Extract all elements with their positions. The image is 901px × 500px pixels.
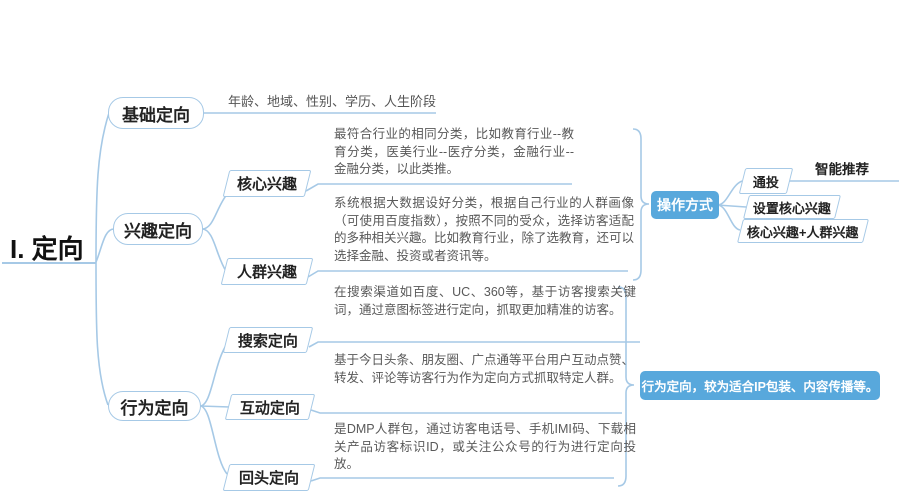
connector-interest-crowd (201, 228, 227, 272)
topic-basic-targeting[interactable]: 基础定向 (108, 97, 204, 129)
connector-behavior-search (199, 343, 228, 407)
topic-crowd-interest-label: 人群兴趣 (236, 264, 297, 281)
search-targeting-detail[interactable]: 在搜索渠道如百度、UC、360等，基于访客搜索关键词，通过意图标签进行定向，抓取… (334, 285, 636, 317)
topic-crowd-interest[interactable]: 人群兴趣 (220, 258, 314, 285)
topic-core-plus-crowd[interactable]: 核心兴趣+人群兴趣 (737, 219, 869, 243)
topic-operation-method[interactable]: 操作方式 (651, 191, 719, 219)
connector-interest-core (201, 192, 229, 230)
topic-behavior-targeting[interactable]: 行为定向 (108, 391, 201, 421)
behavior-targeting-note[interactable]: 行为定向，较为适合IP包装、内容传播等。 (640, 371, 880, 400)
return-targeting-detail[interactable]: 是DMP人群包，通过访客电话号、手机IMI码、下载相关产品访客标识ID，或关注公… (334, 422, 636, 471)
topic-core-interest[interactable]: 核心兴趣 (222, 170, 312, 197)
connector-op-corecrowd (716, 204, 741, 231)
connector-behavior-interact (199, 405, 231, 408)
connector-root-basic (95, 112, 110, 263)
brace-behavior (617, 286, 635, 487)
topic-interest-targeting-label: 兴趣定向 (124, 221, 192, 241)
brace-interest (632, 128, 650, 281)
topic-interaction-targeting[interactable]: 互动定向 (224, 394, 316, 420)
smart-recommend-label[interactable]: 智能推荐 (815, 162, 869, 177)
connector-root-behavior (95, 261, 109, 406)
topic-core-interest-label: 核心兴趣 (236, 176, 297, 193)
topic-basic-targeting-label: 基础定向 (122, 105, 190, 125)
topic-interaction-targeting-label: 互动定向 (239, 399, 300, 417)
topic-set-core-interest-label: 设置核心兴趣 (752, 200, 831, 216)
underline-crowd-detail (307, 270, 628, 278)
root-topic[interactable]: I. 定向 (10, 234, 84, 264)
topic-behavior-targeting-label: 行为定向 (120, 398, 189, 418)
connector-behavior-return (199, 405, 228, 475)
topic-interest-targeting[interactable]: 兴趣定向 (113, 213, 203, 245)
crowd-interest-detail[interactable]: 系统根据大数据设好分类，根据自己行业的人群画像（可使用百度指数），按照不同的受众… (334, 196, 635, 263)
underline-search-detail (308, 341, 640, 348)
underline-core-detail (305, 183, 572, 192)
topic-search-targeting[interactable]: 搜索定向 (222, 327, 314, 353)
topic-return-targeting-label: 回头定向 (238, 470, 299, 487)
core-interest-detail[interactable]: 最符合行业的相同分类，比如教育行业--教育分类，医美行业--医疗分类，金融行业-… (334, 127, 574, 176)
connector-op-setcore (716, 204, 747, 208)
topic-return-targeting[interactable]: 回头定向 (222, 464, 316, 491)
topic-general-delivery[interactable]: 通投 (738, 168, 794, 194)
underline-interact-detail (310, 409, 622, 414)
interaction-targeting-detail[interactable]: 基于今日头条、朋友圈、广点通等平台用户互动点赞、转发、评论等访客行为作为定向方式… (334, 353, 635, 385)
topic-set-core-interest[interactable]: 设置核心兴趣 (743, 195, 841, 219)
topic-core-plus-crowd-label: 核心兴趣+人群兴趣 (747, 224, 859, 240)
topic-search-targeting-label: 搜索定向 (237, 332, 298, 350)
underline-return-detail (310, 477, 614, 482)
basic-targeting-detail[interactable]: 年龄、地域、性别、学历、人生阶段 (228, 94, 437, 109)
connector-root-interest (95, 228, 115, 263)
topic-general-delivery-label: 通投 (752, 174, 779, 190)
